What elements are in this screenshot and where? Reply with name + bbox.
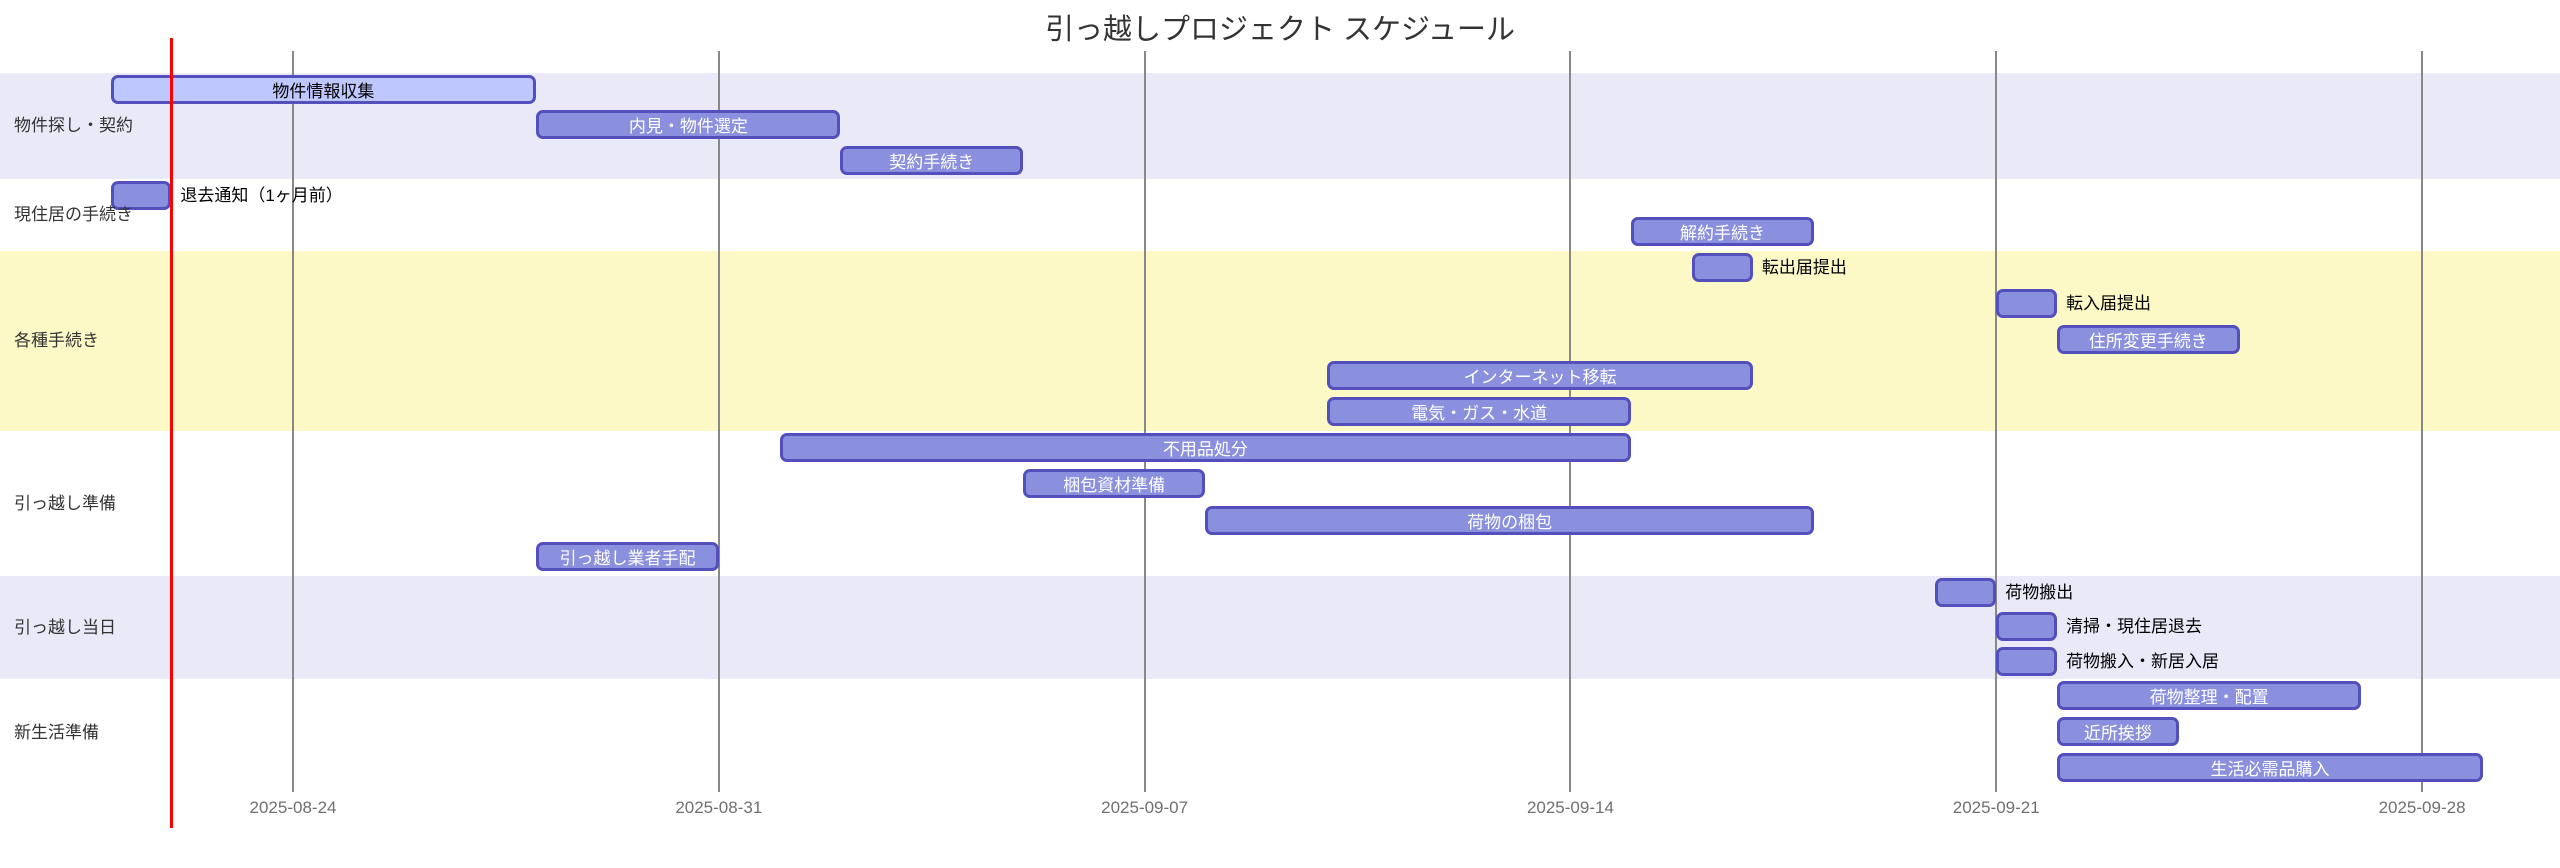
- task-bar: 契約手続き: [840, 145, 1023, 175]
- task-label: 不用品処分: [1162, 440, 1248, 459]
- axis-tick-label: 2025-09-28: [2378, 798, 2466, 817]
- task-bar: 近所挨拶: [2057, 717, 2179, 746]
- task-bar: 荷物整理・配置: [2057, 681, 2362, 710]
- section-label: 新生活準備: [14, 723, 99, 742]
- task-label: 荷物の梱包: [1467, 512, 1553, 532]
- task-label: 物件情報収集: [272, 82, 375, 101]
- task-bar: 生活必需品購入: [2057, 753, 2483, 782]
- task-label: 荷物搬出: [2005, 583, 2074, 602]
- section-label: 各種手続き: [14, 331, 99, 350]
- axis-tick-label: 2025-09-07: [1101, 798, 1189, 817]
- section-bg: [0, 179, 2560, 251]
- grid-line: [1995, 51, 1998, 792]
- task-label: 退去通知（1ヶ月前）: [180, 186, 343, 205]
- task-label: 内見・物件選定: [628, 117, 748, 137]
- grid-line: [292, 51, 294, 792]
- task-bar: インターネット移転: [1327, 361, 1753, 390]
- axis-tick-label: 2025-08-31: [675, 798, 763, 817]
- grid-line: [717, 51, 720, 792]
- grid-line: [2421, 51, 2424, 792]
- task-label: 清掃・現住居退去: [2066, 617, 2203, 637]
- task-bar: [1692, 253, 1753, 282]
- task-label: 近所挨拶: [2083, 724, 2152, 743]
- task-bar: [1996, 612, 2058, 642]
- today-line: [169, 38, 173, 828]
- task-label: インターネット移転: [1463, 368, 1617, 387]
- task-label: 契約手続き: [889, 152, 975, 172]
- task-label: 荷物整理・配置: [2149, 688, 2269, 707]
- task-label: 荷物搬入・新居入居: [2066, 651, 2220, 671]
- task-bar: 内見・物件選定: [536, 110, 841, 140]
- task-bar: 梱包資材準備: [1022, 469, 1206, 499]
- section-label: 引っ越し当日: [14, 617, 116, 637]
- task-label: 転入届提出: [2066, 294, 2152, 313]
- task-bar: 住所変更手続き: [2057, 325, 2240, 354]
- task-label: 転出届提出: [1761, 258, 1847, 277]
- task-label: 梱包資材準備: [1063, 476, 1166, 496]
- task-label: 解約手続き: [1679, 224, 1765, 243]
- task-bar: 物件情報収集: [110, 75, 537, 104]
- task-bar: 電気・ガス・水道: [1327, 397, 1632, 426]
- grid-line: [1143, 51, 1146, 792]
- task-label: 電気・ガス・水道: [1411, 404, 1548, 423]
- task-label: 生活必需品購入: [2210, 760, 2330, 779]
- task-bar: 引っ越し業者手配: [536, 541, 719, 571]
- task-label: 引っ越し業者手配: [559, 548, 696, 568]
- task-bar: 解約手続き: [1631, 217, 1814, 246]
- axis-tick-label: 2025-09-14: [1526, 798, 1614, 817]
- chart-title: 引っ越しプロジェクト スケジュール: [1044, 14, 1516, 46]
- task-bar: 荷物の梱包: [1205, 505, 1814, 535]
- section-label: 引っ越し準備: [14, 493, 116, 513]
- section-bg: [0, 576, 2560, 679]
- task-bar: [1935, 578, 1997, 607]
- axis-tick-label: 2025-09-21: [1952, 798, 2040, 817]
- task-bar: [1996, 646, 2058, 676]
- section-label: 現住居の手続き: [14, 205, 133, 224]
- task-bar: 不用品処分: [779, 433, 1632, 462]
- section-label: 物件探し・契約: [14, 116, 133, 135]
- task-label: 住所変更手続き: [2088, 332, 2208, 351]
- task-bar: [1996, 289, 2058, 318]
- axis-tick-label: 2025-08-24: [249, 798, 337, 817]
